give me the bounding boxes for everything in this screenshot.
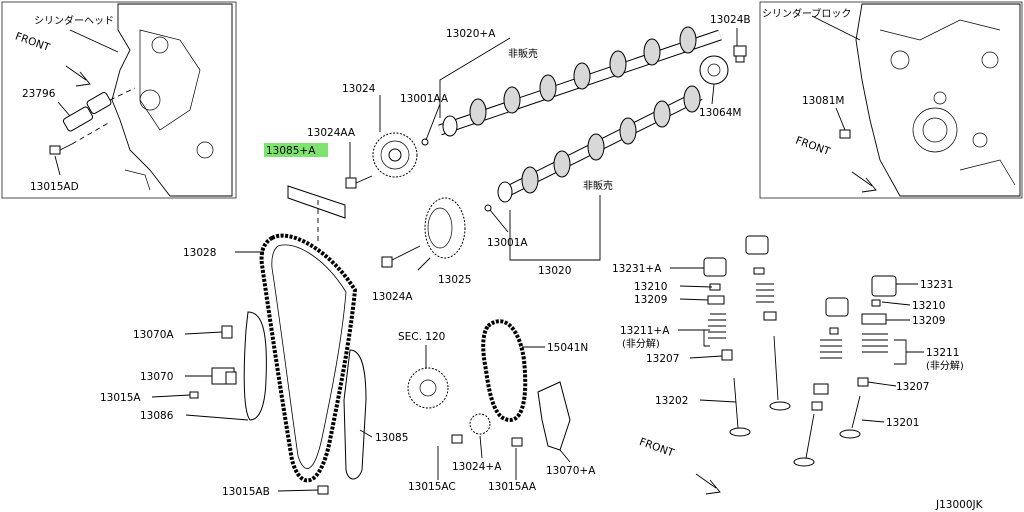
label-13001aa: 13001AA	[400, 93, 449, 105]
label-13207-b: 13207	[896, 381, 929, 393]
label-13015ab: 13015AB	[222, 486, 270, 498]
label-cylinder-block-jp: シリンダーブロック	[762, 7, 851, 20]
oil-pump-chain-15041n	[481, 319, 528, 423]
valve-group-exhaust	[793, 297, 849, 467]
bolt-13015a	[189, 391, 199, 399]
note-hibunkai-1: (非分解)	[622, 337, 660, 350]
front-arrow-left-icon	[65, 65, 91, 87]
label-13015aa: 13015AA	[488, 481, 537, 493]
part-labels: 13020+A 非販売 13024B 13024 13001AA 13064M …	[100, 14, 964, 498]
label-15041n: 15041N	[547, 342, 588, 354]
cam-sensor-part	[62, 87, 136, 132]
label-13001a: 13001A	[487, 237, 528, 249]
part-label-23796: 23796	[22, 88, 56, 100]
label-13210-a: 13210	[634, 281, 667, 293]
label-13085a-highlighted: 13085+A	[266, 145, 316, 157]
bolt-13015ac	[451, 434, 463, 444]
tensioner-13070	[211, 367, 237, 385]
bolt-13015ad	[49, 121, 111, 155]
label-13020a: 13020+A	[446, 28, 496, 40]
note-hibunkai-2: (非分解)	[926, 359, 964, 372]
label-13070-a: 13070+A	[546, 465, 596, 477]
valve-group-exhaust-2	[839, 275, 897, 439]
front-arrow-main-icon	[695, 473, 721, 495]
label-13025: 13025	[438, 274, 471, 286]
label-13202: 13202	[655, 395, 688, 407]
label-13015ac: 13015AC	[408, 481, 456, 493]
label-13211: 13211	[926, 347, 959, 359]
dowel-pin-13001a	[484, 204, 492, 212]
chain-guide-13085a	[287, 185, 346, 245]
signal-plate-13064m	[699, 55, 729, 85]
label-cylinder-head-jp: シリンダーヘッド	[34, 14, 114, 27]
bolt-13015aa	[511, 437, 523, 447]
bolt-13024aa	[345, 175, 373, 189]
part-label-13015ad: 13015AD	[30, 181, 79, 193]
label-13207-a: 13207	[646, 353, 679, 365]
label-13024aa: 13024AA	[307, 127, 356, 139]
timing-chain-13028	[259, 233, 358, 483]
part-label-13081m: 13081M	[802, 95, 844, 107]
label-13231: 13231	[920, 279, 953, 291]
crank-sprocket	[407, 367, 449, 409]
intake-camshaft	[497, 85, 703, 203]
note-hanbai-2: 非販売	[583, 179, 613, 192]
front-label-right: FRONT	[794, 135, 832, 159]
intake-sprocket-13025	[424, 197, 466, 259]
label-13085: 13085	[375, 432, 408, 444]
label-13028: 13028	[183, 247, 216, 259]
label-sec120: SEC. 120	[398, 331, 445, 343]
exhaust-camshaft	[438, 26, 722, 137]
label-13024: 13024	[342, 83, 376, 95]
leader-lines	[151, 28, 924, 492]
label-13024a: 13024A	[372, 291, 413, 303]
bolt-13015ab	[317, 485, 329, 495]
label-13231a: 13231+A	[612, 263, 662, 275]
bolt-13024b	[733, 45, 747, 63]
label-13070: 13070	[140, 371, 173, 383]
label-13024-a: 13024+A	[452, 461, 502, 473]
label-13209-a: 13209	[634, 294, 667, 306]
oil-pump-tensioner-13070a	[537, 381, 571, 451]
valve-group-intake	[703, 257, 751, 437]
inset-cylinder-head: シリンダーヘッド FRONT 23796 13015AD	[1, 1, 237, 199]
front-label-left: FRONT	[14, 30, 52, 54]
bolt-13070a	[221, 325, 233, 339]
slack-guide-13085	[343, 349, 367, 480]
bolt-13024a	[381, 245, 421, 268]
label-13086: 13086	[140, 410, 174, 422]
label-13070a: 13070A	[133, 329, 174, 341]
dowel-pin-13001aa	[421, 138, 429, 146]
label-13015a: 13015A	[100, 392, 141, 404]
valve-group-intake-2	[745, 235, 791, 411]
sprocket-13024-a	[469, 413, 491, 435]
label-13064m: 13064M	[699, 107, 741, 119]
note-hanbai-1: 非販売	[508, 47, 538, 60]
front-label-main: FRONT	[638, 436, 676, 460]
highlight-13085a	[264, 143, 328, 157]
label-13211a: 13211+A	[620, 325, 670, 337]
front-arrow-right-icon	[851, 171, 877, 193]
label-13210-b: 13210	[912, 300, 945, 312]
label-13209-b: 13209	[912, 315, 945, 327]
exhaust-sprocket-13024	[372, 132, 418, 178]
label-13024b: 13024B	[710, 14, 751, 26]
label-13020: 13020	[538, 265, 571, 277]
diagram-code: J13000JK	[935, 499, 984, 511]
tension-guide-13086	[243, 311, 267, 421]
label-13201: 13201	[886, 417, 919, 429]
inset-cylinder-block: シリンダーブロック 13081M FRONT	[759, 1, 1023, 199]
